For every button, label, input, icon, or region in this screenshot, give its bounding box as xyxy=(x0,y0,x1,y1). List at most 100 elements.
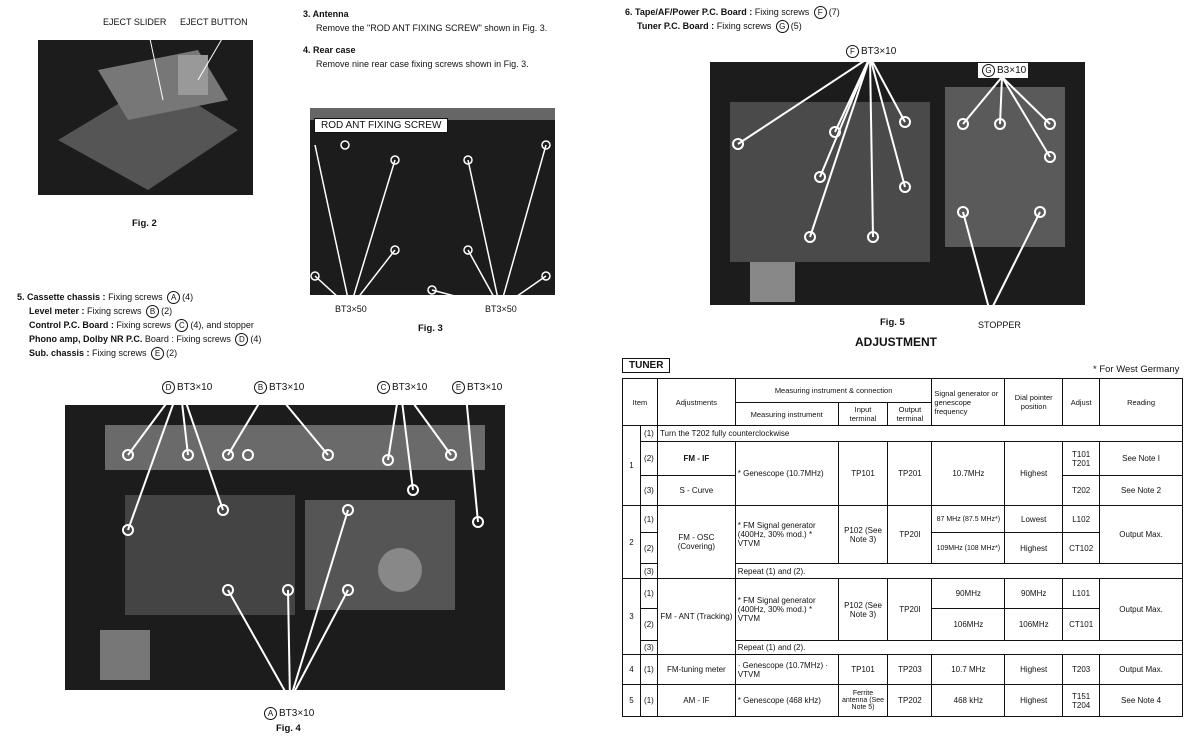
adjust-part: T203 xyxy=(1062,654,1101,685)
frequency: 87 MHz (87.5 MHz*) xyxy=(931,505,1006,533)
adjustment-name: FM-tuning meter xyxy=(656,654,736,685)
mark-e-icon: E xyxy=(151,347,165,360)
header-frequency: Signal generator or genescope frequency xyxy=(931,378,1006,426)
step-antenna: 3. Antenna Remove the "ROD ANT FIXING SC… xyxy=(303,7,593,71)
header-input: Input terminal xyxy=(837,402,889,426)
instrument: * FM Signal generator (400Hz, 30% mod.) … xyxy=(734,578,839,641)
step-number: (3) xyxy=(639,563,658,579)
mark-g-icon: G xyxy=(982,64,995,77)
header-adjust: Adjust xyxy=(1062,378,1101,426)
adjust-part: T151 T204 xyxy=(1062,684,1101,717)
step-label: Sub. chassis : xyxy=(29,348,90,358)
reading: See Note 4 xyxy=(1099,684,1183,717)
fig2-photo xyxy=(38,40,253,195)
step-label: Phono amp, Dolby NR P.C. xyxy=(29,334,143,344)
output-terminal: TP20I xyxy=(887,505,933,564)
adjustment-name: FM - OSC (Covering) xyxy=(656,505,736,579)
step-label: 6. Tape/AF/Power P.C. Board : xyxy=(625,7,753,17)
screw-label: BT3×10 xyxy=(177,382,213,393)
adjustment-name: AM - IF xyxy=(656,684,736,717)
adjust-part: L102 xyxy=(1062,505,1101,533)
mark-d-icon: D xyxy=(235,333,249,346)
step-number: (1) xyxy=(639,505,658,533)
adjustment-name: S - Curve xyxy=(656,475,736,506)
step-cassette-chassis: 5. Cassette chassis : Fixing screws A (4)… xyxy=(17,290,261,360)
frequency: 106MHz xyxy=(931,608,1006,641)
header-dial: Dial pointer position xyxy=(1004,378,1064,426)
input-terminal: P102 (See Note 3) xyxy=(837,505,889,564)
step-number: (1) xyxy=(639,425,658,442)
step-title: 4. Rear case xyxy=(303,45,356,55)
step-label: Level meter : xyxy=(29,306,85,316)
screw-label: B3×10 xyxy=(997,65,1027,76)
dial-position: Highest xyxy=(1004,654,1064,685)
output-terminal: TP201 xyxy=(887,441,933,506)
fig4-photo xyxy=(65,405,505,690)
dial-position: 106MHz xyxy=(1004,608,1064,641)
step-body: Remove nine rear case fixing screws show… xyxy=(316,59,529,69)
dial-position: Highest xyxy=(1004,441,1064,506)
dial-position: Highest xyxy=(1004,532,1064,564)
step-title: 3. Antenna xyxy=(303,9,349,19)
fig4-caption: Fig. 4 xyxy=(276,723,301,734)
mark-b-icon: B xyxy=(254,381,267,394)
step-text: Board : Fixing screws xyxy=(144,334,231,344)
reading: Output Max. xyxy=(1099,578,1183,641)
step-number: (2) xyxy=(639,532,658,564)
screw-label: BT3×50 xyxy=(485,304,517,314)
mark-c-icon: C xyxy=(377,381,390,394)
input-terminal: TP101 xyxy=(837,441,889,506)
fig5-photo xyxy=(710,62,1085,305)
fig3-caption: Fig. 3 xyxy=(418,323,443,334)
step-label: Control P.C. Board : xyxy=(29,320,114,330)
dial-position: 90MHz xyxy=(1004,578,1064,609)
adjustment-name: FM - ANT (Tracking) xyxy=(656,578,736,655)
output-terminal: TP203 xyxy=(887,654,933,685)
input-terminal: P102 (See Note 3) xyxy=(837,578,889,641)
fig3-photo xyxy=(310,108,555,295)
step-body: Remove the "ROD ANT FIXING SCREW" shown … xyxy=(316,23,548,33)
step-count: (4) xyxy=(250,334,262,344)
reading: See Note I xyxy=(1099,441,1183,476)
header-measuring-group: Measuring instrument & connection xyxy=(734,378,933,403)
adjust-part: T101 T201 xyxy=(1062,441,1101,476)
reading: See Note 2 xyxy=(1099,475,1183,506)
step-text: Fixing screws xyxy=(754,7,810,17)
item-number: 5 xyxy=(622,684,641,717)
screw-label: BT3×10 xyxy=(269,382,305,393)
item-number: 1 xyxy=(622,425,641,506)
adjust-part: L101 xyxy=(1062,578,1101,609)
adjust-part: T202 xyxy=(1062,475,1101,506)
screw-label: BT3×10 xyxy=(279,708,315,719)
output-terminal: TP202 xyxy=(887,684,933,717)
frequency: 10.7MHz xyxy=(931,441,1006,506)
step-number: (2) xyxy=(639,608,658,641)
step-number: (1) xyxy=(639,578,658,609)
step-number: (3) xyxy=(639,475,658,506)
step-text: Fixing screws xyxy=(716,21,772,31)
eject-slider-label: EJECT SLIDER xyxy=(103,17,167,27)
step-number: (3) xyxy=(639,640,658,655)
tuner-section-label: TUNER xyxy=(622,358,671,373)
output-terminal: TP20I xyxy=(887,578,933,641)
input-terminal: Ferrite antenna (See Note 5) xyxy=(837,684,889,717)
step-text: Fixing screws xyxy=(116,320,171,330)
step-number: (1) xyxy=(639,654,658,685)
instruction: Repeat (1) and (2). xyxy=(734,640,1184,655)
adjustment-name: FM - IF xyxy=(656,441,736,476)
instruction: Turn the T202 fully counterclockwise xyxy=(656,425,1184,442)
mark-b-icon: B xyxy=(146,305,160,318)
item-number: 2 xyxy=(622,505,641,579)
screw-label: BT3×10 xyxy=(467,382,503,393)
mark-a-icon: A xyxy=(167,291,181,304)
dial-position: Lowest xyxy=(1004,505,1064,533)
frequency: 90MHz xyxy=(931,578,1006,609)
dial-position: Highest xyxy=(1004,684,1064,717)
step-text: Fixing screws xyxy=(87,306,142,316)
step-label: 5. Cassette chassis : xyxy=(17,292,106,302)
